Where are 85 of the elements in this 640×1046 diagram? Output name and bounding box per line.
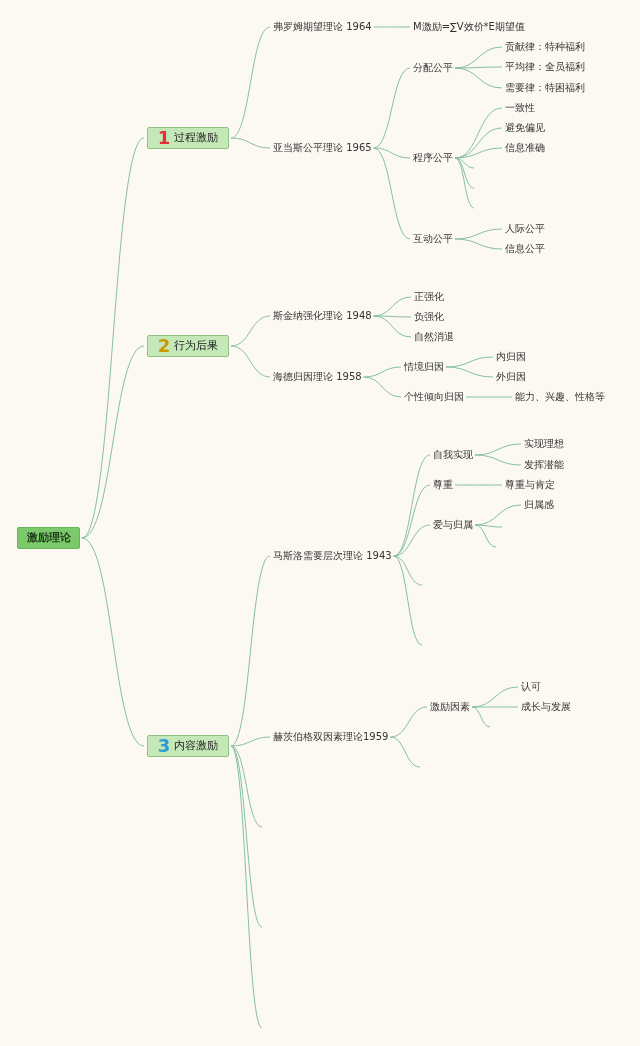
- topic-label: 行为后果: [174, 339, 219, 353]
- topic-label: 海德归因理论 1958: [273, 370, 362, 384]
- branch-line: [454, 484, 503, 486]
- topic-label: 能力、兴趣、性格等: [515, 390, 605, 404]
- branch-line: [454, 157, 475, 209]
- branch-line: [373, 26, 411, 28]
- topic-label: 发挥潜能: [524, 458, 564, 472]
- topic-label: 认可: [521, 680, 541, 694]
- branch-line: [230, 137, 271, 149]
- topic-label: M激励=∑V效价*E期望值: [413, 20, 525, 34]
- branch-line: [81, 137, 145, 539]
- topic-label: 尊重与肯定: [505, 478, 555, 492]
- branch-line: [230, 555, 271, 747]
- topic-label: 马斯洛需要层次理论 1943: [273, 549, 392, 563]
- branch-line: [454, 147, 503, 159]
- branch-line: [454, 67, 503, 89]
- branch-line: [474, 524, 497, 548]
- branch-line: [230, 315, 271, 347]
- topic-label: 内容激励: [174, 739, 219, 753]
- topic-box: [147, 127, 229, 149]
- topic-box: [147, 735, 229, 757]
- topic-label: 负强化: [414, 310, 444, 324]
- branch-line: [465, 396, 513, 398]
- topic-label: 平均律：全员福利: [505, 60, 585, 74]
- topic-label: 成长与发展: [521, 700, 571, 714]
- branch-line: [389, 736, 421, 768]
- branch-line: [81, 345, 145, 539]
- branch-line: [373, 147, 411, 159]
- branch-line: [230, 26, 271, 139]
- topic-label: 亚当斯公平理论 1965: [273, 141, 372, 155]
- branch-line: [373, 315, 412, 338]
- branch-line: [393, 555, 423, 646]
- topic-label: 激励因素: [430, 700, 470, 714]
- topic-label: 实现理想: [524, 437, 564, 451]
- branch-line: [454, 238, 503, 250]
- branch-line: [471, 706, 491, 728]
- topic-label: 爱与归属: [433, 518, 473, 532]
- branch-line: [81, 537, 145, 747]
- branch-line: [373, 147, 411, 240]
- branch-line: [471, 706, 519, 708]
- topic-label: 个性倾向归因: [404, 390, 464, 404]
- branch-line: [474, 524, 503, 528]
- topic-label: 自我实现: [433, 448, 473, 462]
- topic-label: 归属感: [524, 498, 554, 512]
- topic-label: 过程激励: [174, 131, 219, 145]
- branch-line: [454, 157, 475, 189]
- topic-label: 信息准确: [505, 141, 545, 155]
- branch-line: [373, 315, 412, 318]
- topic-label: 情境归因: [404, 360, 444, 374]
- topic-label: 斯金纳强化理论 1948: [273, 309, 372, 323]
- topic-label: 信息公平: [505, 242, 545, 256]
- topic-number: 2: [157, 336, 171, 356]
- branch-line: [363, 366, 402, 378]
- branch-line: [230, 345, 271, 378]
- branch-line: [389, 706, 428, 738]
- branch-line: [230, 736, 271, 747]
- topic-label: 需要律：特困福利: [505, 81, 585, 95]
- branch-line: [393, 555, 423, 586]
- topic-label: 避免偏见: [505, 121, 545, 135]
- topic-number: 3: [157, 736, 171, 756]
- topic-number: 1: [157, 128, 171, 148]
- topic-label: 程序公平: [413, 151, 453, 165]
- topic-label: 互动公平: [413, 232, 453, 246]
- topic-label: 自然消退: [414, 330, 454, 344]
- topic-label: 正强化: [414, 290, 444, 304]
- topic-label: 赫茨伯格双因素理论1959: [273, 730, 389, 744]
- branch-line: [373, 67, 411, 149]
- branch-line: [393, 524, 431, 557]
- branch-line: [230, 745, 263, 1029]
- topic-label: 外归因: [496, 370, 526, 384]
- topic-label: 弗罗姆期望理论 1964: [273, 20, 372, 34]
- branch-line: [474, 454, 522, 466]
- topic-label: 尊重: [433, 478, 453, 492]
- topic-box: [147, 335, 229, 357]
- root-topic-box: 激励理论: [17, 527, 80, 549]
- branch-line: [393, 454, 431, 557]
- branch-line: [230, 745, 263, 828]
- topic-label: 分配公平: [413, 61, 453, 75]
- branch-line: [363, 376, 402, 398]
- topic-label: 贡献律：特种福利: [505, 40, 585, 54]
- branch-line: [445, 366, 494, 378]
- branch-line: [230, 745, 263, 928]
- topic-label: 人际公平: [505, 222, 545, 236]
- topic-label: 内归因: [496, 350, 526, 364]
- topic-label: 一致性: [505, 101, 535, 115]
